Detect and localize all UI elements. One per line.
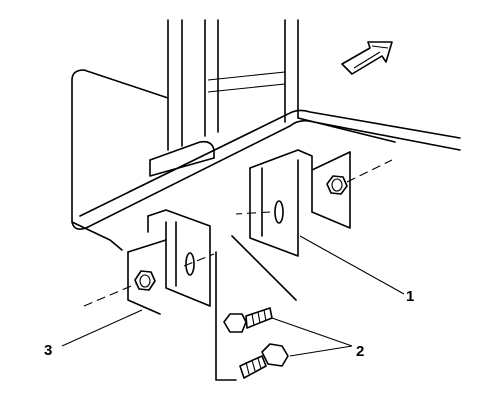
leader-lines (61, 235, 405, 357)
mounting-plate (71, 69, 461, 251)
alignment-lines (83, 159, 393, 307)
callout-1: 1 (406, 288, 414, 305)
arrow-left-down-icon (341, 41, 393, 75)
callout-2: 2 (356, 343, 364, 360)
right-bracket (249, 149, 351, 257)
callout-3: 3 (44, 342, 52, 359)
left-bracket (127, 209, 211, 315)
vertical-frame (167, 19, 299, 151)
bolts (215, 235, 297, 381)
